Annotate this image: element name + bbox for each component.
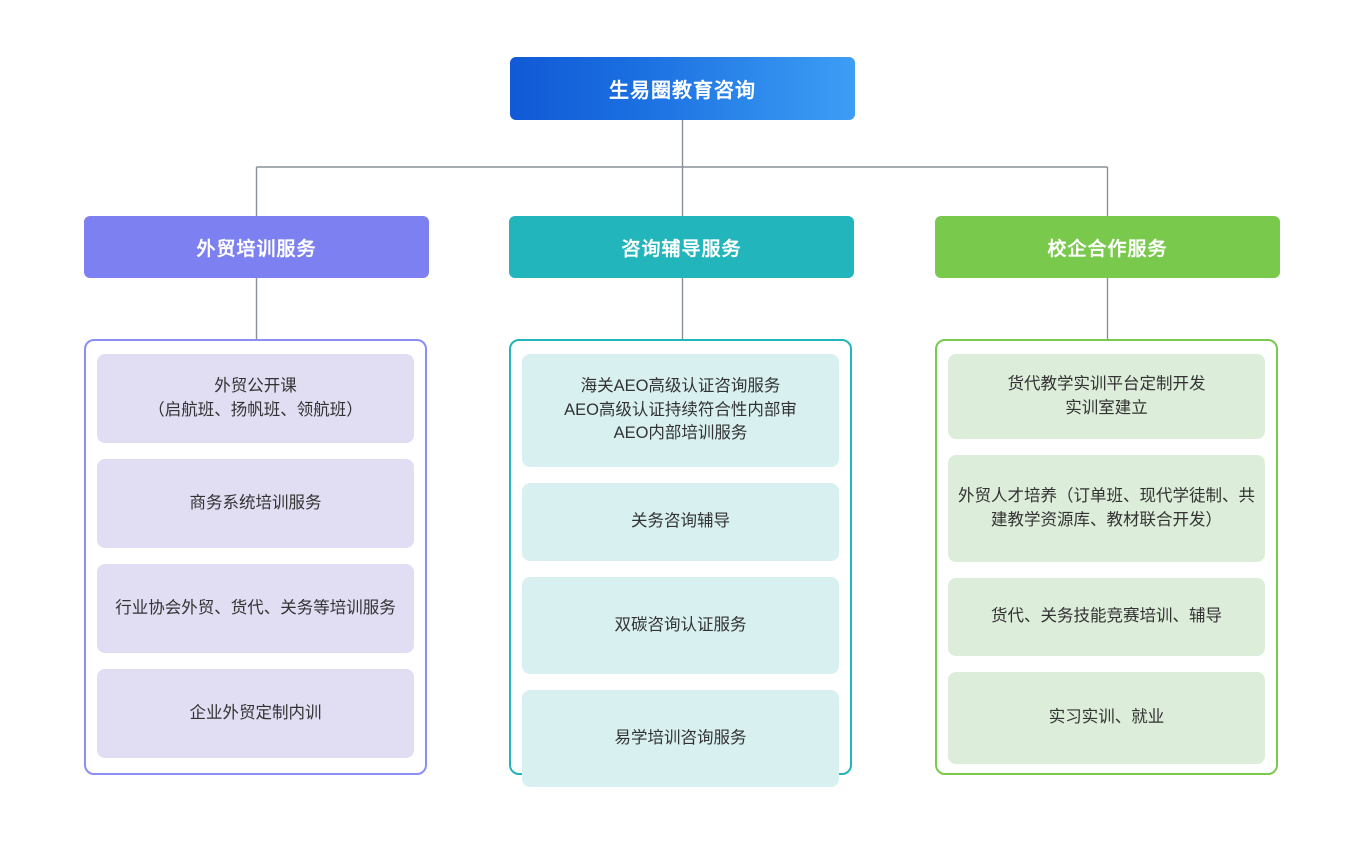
panel-item[interactable]: 关务咨询辅导 bbox=[522, 483, 839, 561]
branch-header-3[interactable]: 校企合作服务 bbox=[935, 216, 1280, 278]
branch-column-1: 外贸培训服务 外贸公开课 （启航班、扬帆班、领航班） 商务系统培训服务 行业协会… bbox=[84, 216, 429, 775]
branch-column-2: 咨询辅导服务 海关AEO高级认证咨询服务 AEO高级认证持续符合性内部审 AEO… bbox=[509, 216, 854, 787]
panel-item[interactable]: 外贸人才培养（订单班、现代学徒制、共建教学资源库、教材联合开发） bbox=[948, 455, 1265, 562]
panel-item[interactable]: 企业外贸定制内训 bbox=[97, 669, 414, 758]
panel-item[interactable]: 外贸公开课 （启航班、扬帆班、领航班） bbox=[97, 354, 414, 443]
branch-column-3: 校企合作服务 货代教学实训平台定制开发 实训室建立 外贸人才培养（订单班、现代学… bbox=[935, 216, 1280, 775]
panel-item[interactable]: 商务系统培训服务 bbox=[97, 459, 414, 548]
panel-item[interactable]: 海关AEO高级认证咨询服务 AEO高级认证持续符合性内部审 AEO内部培训服务 bbox=[522, 354, 839, 467]
root-node[interactable]: 生易圈教育咨询 bbox=[510, 57, 855, 120]
branch-header-1[interactable]: 外贸培训服务 bbox=[84, 216, 429, 278]
panel-item[interactable]: 易学培训咨询服务 bbox=[522, 690, 839, 787]
branch-panel-3: 货代教学实训平台定制开发 实训室建立 外贸人才培养（订单班、现代学徒制、共建教学… bbox=[935, 339, 1278, 775]
panel-item[interactable]: 行业协会外贸、货代、关务等培训服务 bbox=[97, 564, 414, 653]
panel-item[interactable]: 双碳咨询认证服务 bbox=[522, 577, 839, 674]
branch-header-label-3: 校企合作服务 bbox=[1047, 238, 1168, 260]
panel-item[interactable]: 货代、关务技能竞赛培训、辅导 bbox=[948, 578, 1265, 656]
panel-item[interactable]: 实习实训、就业 bbox=[948, 672, 1265, 764]
panel-item[interactable]: 货代教学实训平台定制开发 实训室建立 bbox=[948, 354, 1265, 439]
branch-header-label-1: 外贸培训服务 bbox=[196, 238, 317, 260]
branch-panel-2: 海关AEO高级认证咨询服务 AEO高级认证持续符合性内部审 AEO内部培训服务 … bbox=[509, 339, 852, 787]
root-node-label: 生易圈教育咨询 bbox=[609, 80, 756, 102]
branch-header-label-2: 咨询辅导服务 bbox=[621, 238, 742, 260]
branch-panel-1: 外贸公开课 （启航班、扬帆班、领航班） 商务系统培训服务 行业协会外贸、货代、关… bbox=[84, 339, 427, 775]
branch-header-2[interactable]: 咨询辅导服务 bbox=[509, 216, 854, 278]
